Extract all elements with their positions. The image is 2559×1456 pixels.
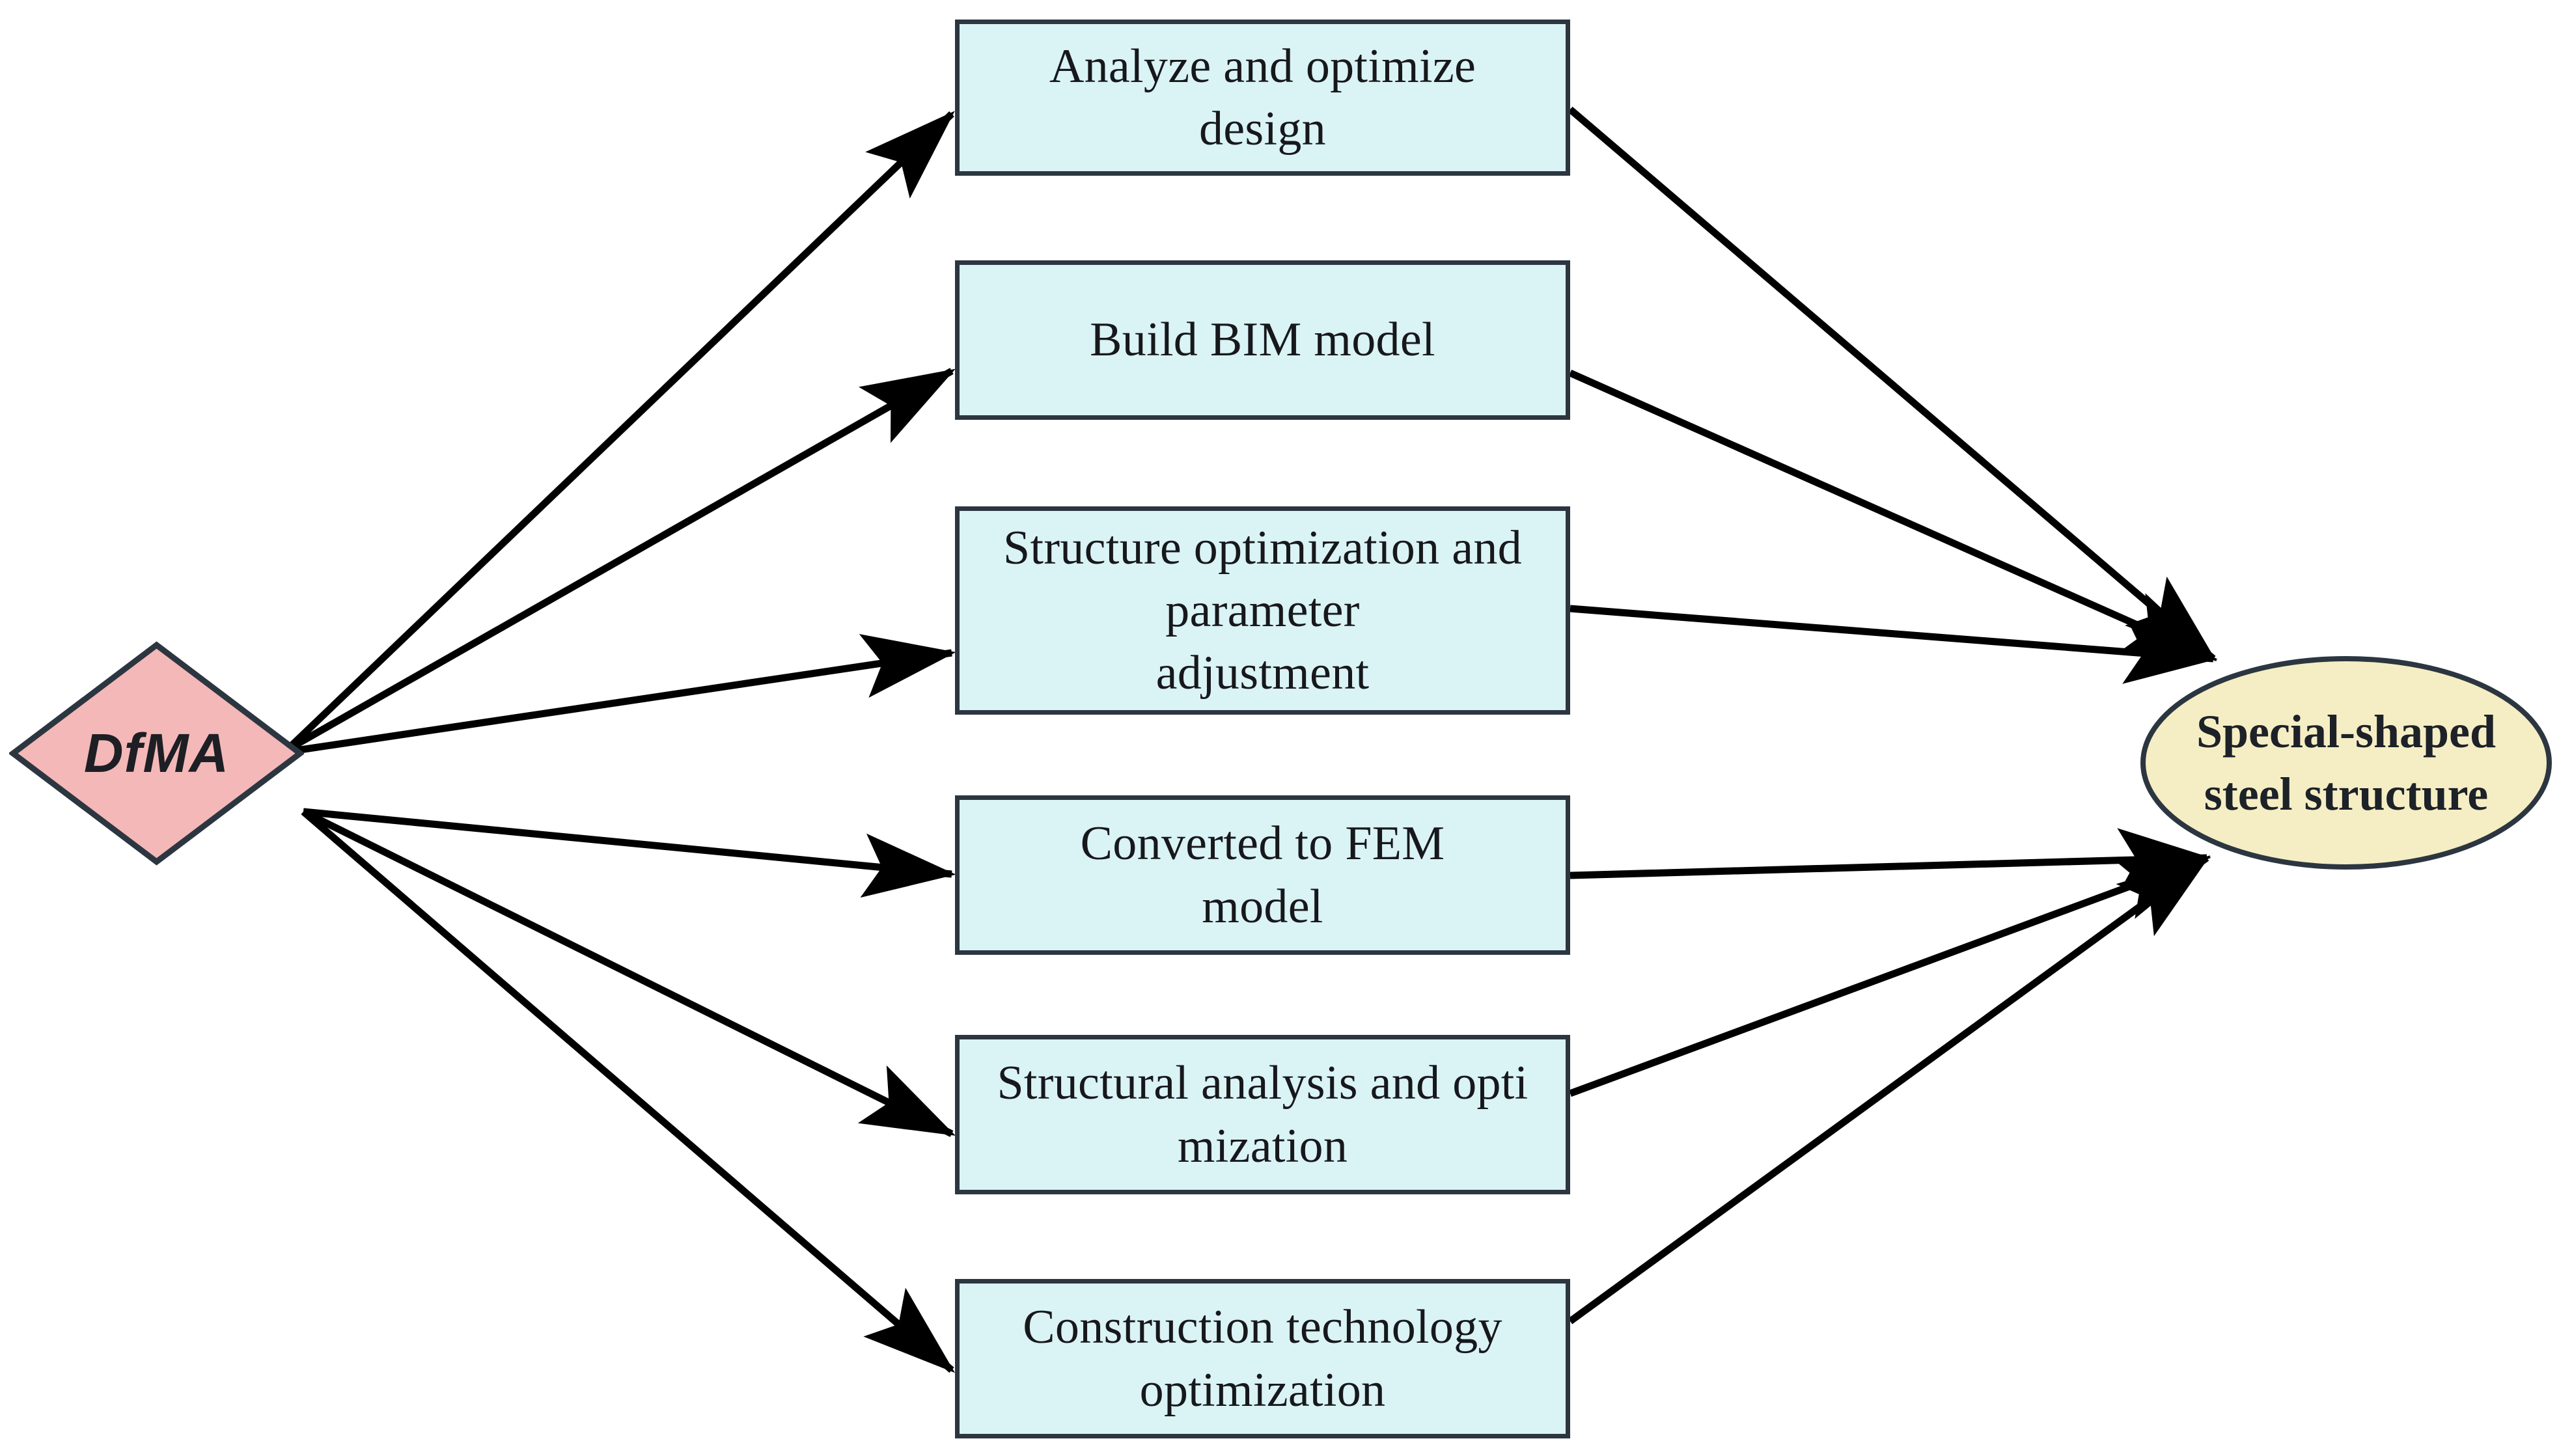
process-box-label: Converted to FEM model <box>1080 817 1445 933</box>
process-box-label: Build BIM model <box>1090 313 1435 367</box>
edge-dfma-to-structure-optimization <box>286 634 956 756</box>
process-box-construction-technology-optimization[interactable]: Construction technology optimization <box>955 1279 1570 1438</box>
edge-structural-analysis-optimization-to-result <box>1569 854 2211 1097</box>
process-box-label: Structure optimization and parameter adj… <box>1003 521 1522 700</box>
process-box-label: Structural analysis and opti mization <box>997 1056 1528 1173</box>
edge-dfma-to-build-bim-model <box>285 368 956 753</box>
edge-dfma-to-structural-analysis-optimization <box>301 808 956 1137</box>
process-box-structure-optimization-parameter-adjustment[interactable]: Structure optimization and parameter adj… <box>955 506 1570 715</box>
edge-build-bim-model-to-result <box>1568 369 2218 663</box>
process-box-converted-to-fem-model[interactable]: Converted to FEM model <box>955 795 1570 955</box>
edge-dfma-to-analyze-optimize-design <box>284 111 955 752</box>
edge-dfma-to-converted-to-fem-model <box>303 808 956 898</box>
process-box-analyze-optimize-design[interactable]: Analyze and optimize design <box>955 20 1570 176</box>
edge-dfma-to-construction-technology-optimization <box>301 808 956 1373</box>
process-box-structural-analysis-optimization[interactable]: Structural analysis and opti mization <box>955 1035 1570 1194</box>
source-node-label: DfMA <box>83 722 230 784</box>
diamond-shape <box>9 641 304 866</box>
process-box-label: Analyze and optimize design <box>1049 39 1476 156</box>
result-node-label: Special-shaped steel structure <box>2196 705 2497 820</box>
process-box-build-bim-model[interactable]: Build BIM model <box>955 260 1570 420</box>
edge-construction-technology-optimization-to-result <box>1568 855 2211 1325</box>
source-node-dfma[interactable]: DfMA <box>9 641 304 866</box>
result-node-special-shaped-steel-structure[interactable]: Special-shaped steel structure <box>2140 655 2552 870</box>
edge-structure-optimization-to-result <box>1570 605 2218 684</box>
edge-converted-to-fem-model-to-result <box>1570 828 2211 893</box>
ellipse-shape <box>2140 656 2552 870</box>
edge-analyze-optimize-design-to-result <box>1568 106 2217 662</box>
process-box-label: Construction technology optimization <box>1023 1300 1502 1417</box>
